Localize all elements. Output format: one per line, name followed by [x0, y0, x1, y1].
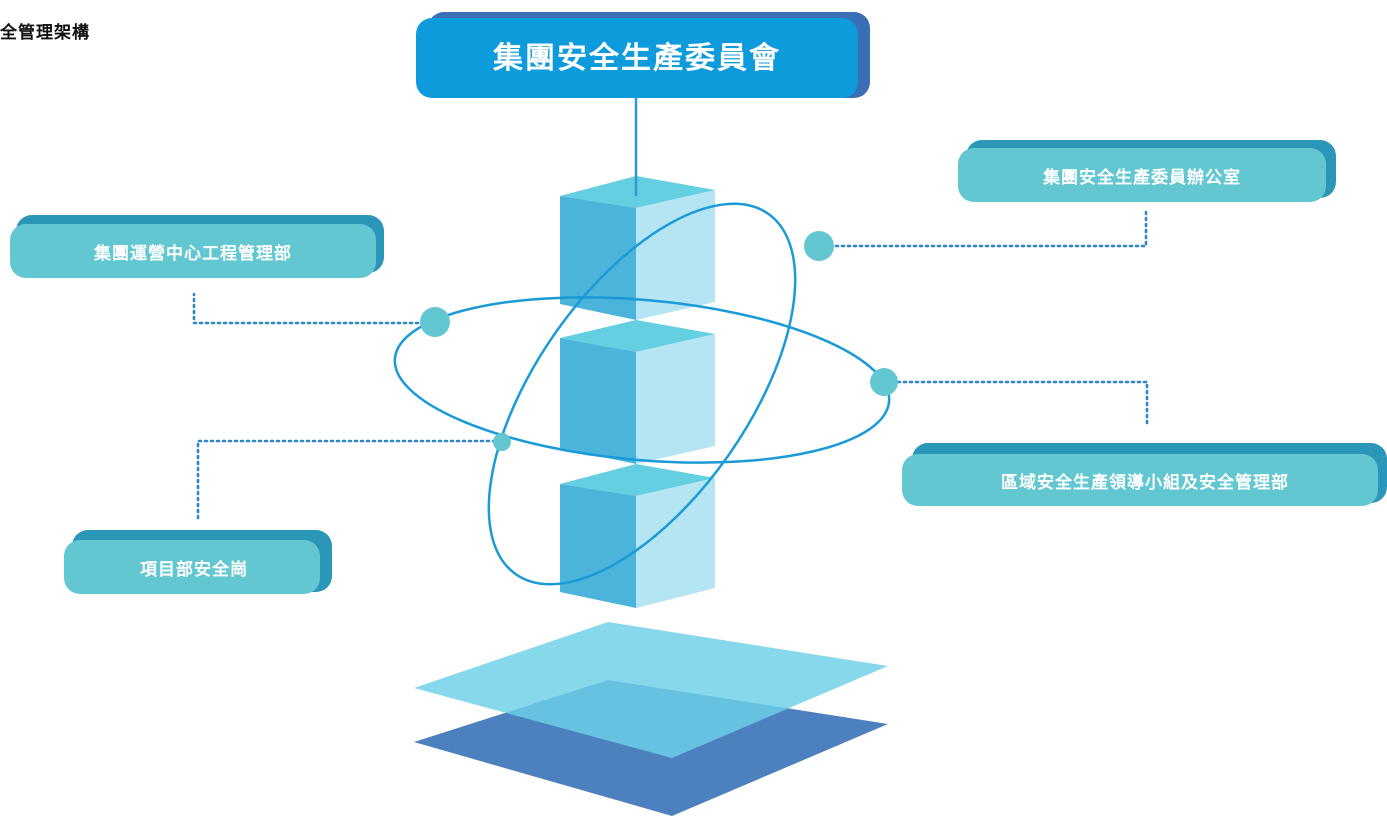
connector-regional [896, 380, 1149, 428]
dot-project [493, 433, 511, 451]
office-label: 集團安全生產委員辦公室 [1042, 167, 1241, 188]
dot-regional [870, 368, 898, 396]
dot-office [804, 231, 834, 261]
regional-label: 區域安全生產領導小組及安全管理部 [1001, 472, 1289, 493]
connector-engineering [192, 292, 420, 325]
engineering-label: 集團運營中心工程管理部 [93, 243, 292, 264]
base-plate-top [414, 622, 888, 758]
project-label: 項目部安全崗 [140, 559, 248, 580]
dot-engineering [420, 307, 450, 337]
regional-box: 區域安全生產領導小組及安全管理部 [902, 443, 1387, 506]
cube-middle [560, 320, 715, 464]
base-plates [414, 622, 888, 816]
connector-office [834, 210, 1148, 248]
cube-bottom [560, 464, 715, 608]
connector-project [196, 439, 497, 520]
top-committee-label: 集團安全生產委員會 [492, 41, 781, 76]
top-committee-box: 集團安全生產委員會 [416, 12, 870, 98]
orbit-tilted [487, 202, 797, 586]
dotted-connectors [192, 210, 1149, 520]
office-box: 集團安全生產委員辦公室 [958, 140, 1336, 202]
cube-top [560, 176, 715, 320]
engineering-box: 集團運營中心工程管理部 [10, 215, 384, 278]
page-title: 全管理架構 [0, 23, 90, 43]
orbit-horizontal [393, 296, 891, 464]
project-box: 項目部安全崗 [64, 530, 332, 594]
